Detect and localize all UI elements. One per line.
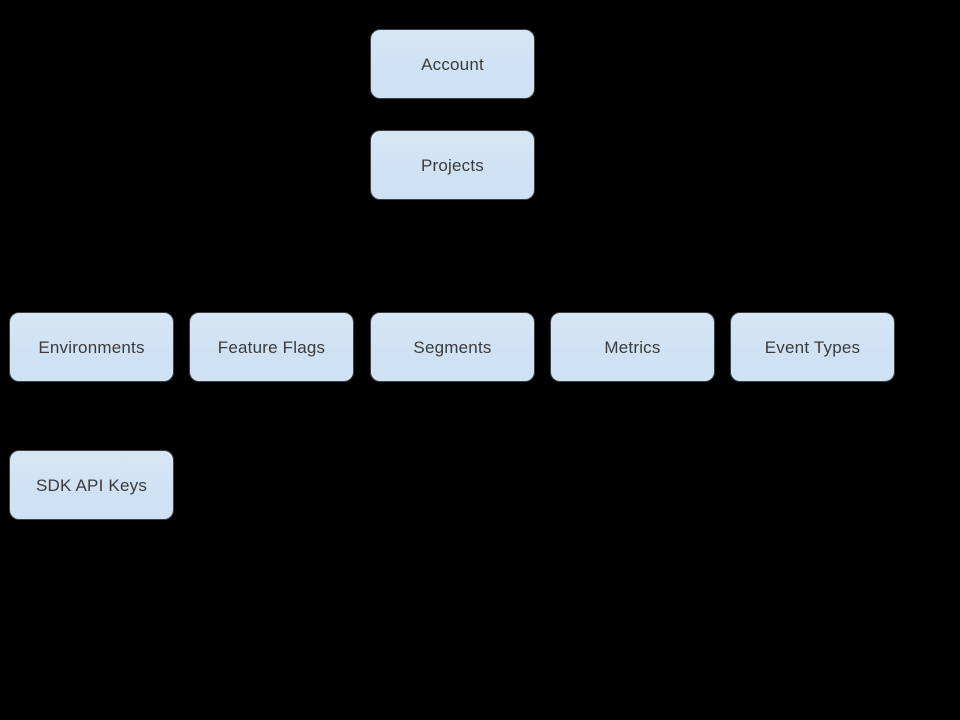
diagram-node-feature-flags: Feature Flags (189, 312, 354, 382)
diagram-node-label: SDK API Keys (35, 475, 148, 495)
diagram-node-label: Feature Flags (217, 337, 326, 357)
diagram-node-event-types: Event Types (730, 312, 895, 382)
diagram-node-label: Projects (420, 155, 484, 175)
diagram-node-label: Account (421, 54, 484, 74)
diagram-node-label: Metrics (604, 337, 661, 357)
diagram-node-projects: Projects (370, 130, 535, 200)
diagram-node-label: Event Types (764, 337, 861, 357)
diagram-node-segments: Segments (370, 312, 535, 382)
diagram-node-environments: Environments (9, 312, 174, 382)
diagram-node-metrics: Metrics (550, 312, 715, 382)
diagram-node-sdk-api-keys: SDK API Keys (9, 450, 174, 520)
diagram-node-account: Account (370, 29, 535, 99)
diagram-node-label: Segments (413, 337, 492, 357)
diagram-node-label: Environments (38, 337, 145, 357)
